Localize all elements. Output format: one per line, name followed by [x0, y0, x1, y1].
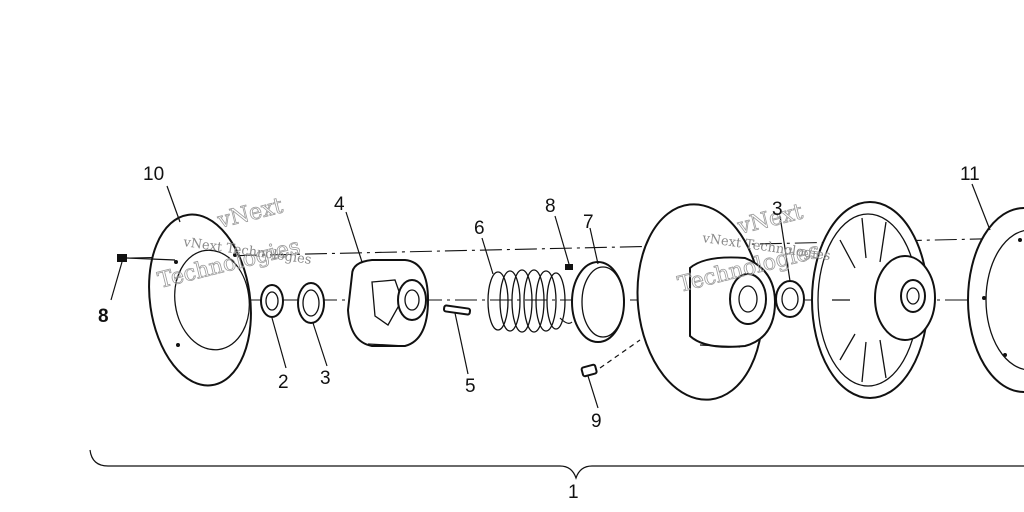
callout-9: 9	[591, 411, 602, 432]
callout-10: 10	[143, 164, 164, 185]
callout-4: 4	[334, 194, 345, 215]
movable-sheave	[636, 203, 777, 401]
assembly-brace	[89, 449, 1024, 480]
fixed-sheave	[811, 201, 936, 399]
part-6-spring	[487, 269, 573, 333]
part-4-cam-hub	[346, 259, 430, 347]
watermark-brand: vNext	[214, 194, 285, 234]
watermark-brand: vNext	[734, 200, 805, 240]
part-3-washer-left	[297, 282, 325, 324]
part-11-end-plate	[967, 207, 1024, 393]
part-5-key	[442, 304, 472, 316]
callout-3-left: 3	[320, 368, 331, 389]
callout-labels: 1 2 3 3 4 5 6 7 8 8 9 10 11	[98, 164, 980, 503]
part-8-screw-left	[117, 254, 176, 262]
callout-11: 11	[960, 164, 980, 185]
part-9-bolt	[580, 363, 598, 378]
callout-3-right: 3	[772, 199, 783, 220]
callout-6: 6	[474, 218, 485, 239]
part-7-ring	[571, 261, 625, 343]
callout-7: 7	[583, 212, 594, 233]
callout-8-left: 8	[98, 306, 109, 327]
part-3-washer-right	[775, 280, 805, 318]
part-8-screw-middle	[565, 264, 573, 270]
part-10-disc	[148, 213, 252, 387]
callout-1: 1	[568, 482, 579, 503]
callout-5: 5	[465, 376, 476, 397]
callout-8-middle: 8	[545, 196, 556, 217]
part-2-nut	[260, 284, 284, 318]
callout-2: 2	[278, 372, 289, 393]
leader-lines	[110, 183, 991, 409]
